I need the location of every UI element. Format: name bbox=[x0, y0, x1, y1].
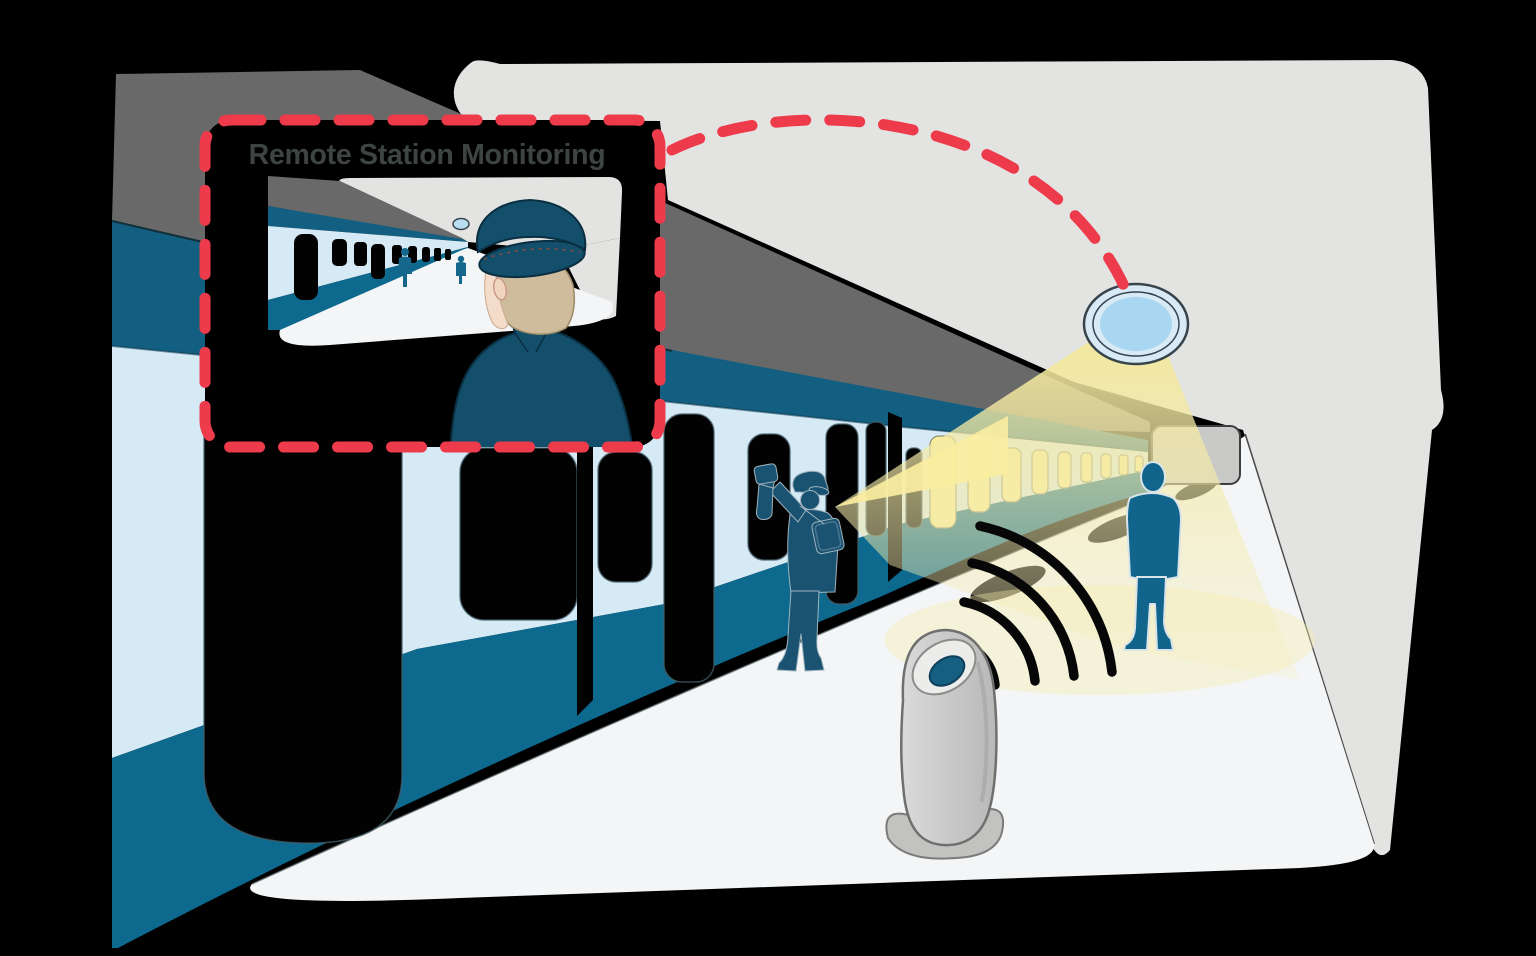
mini-ceiling-light bbox=[452, 217, 470, 231]
right-wall-edge-line bbox=[1244, 433, 1375, 845]
officer-cap bbox=[476, 198, 587, 254]
officer-cap-band bbox=[478, 239, 586, 279]
mini-passenger bbox=[456, 255, 466, 284]
car-gap bbox=[577, 424, 593, 716]
passenger-silhouette bbox=[1123, 461, 1182, 651]
device-lens bbox=[928, 655, 966, 687]
panel-title: Remote Station Monitoring bbox=[249, 139, 606, 171]
train-door bbox=[663, 413, 715, 683]
train-window bbox=[597, 451, 653, 583]
wifi-signal-icon bbox=[950, 521, 1117, 690]
ceiling-light bbox=[1082, 282, 1190, 366]
conductor-silhouette bbox=[753, 463, 845, 672]
mini-train-roof bbox=[268, 176, 468, 242]
security-officer bbox=[448, 198, 636, 447]
officer-ear bbox=[492, 277, 508, 301]
train-window bbox=[459, 447, 578, 621]
remote-monitoring-panel: Remote Station Monitoring bbox=[199, 114, 666, 453]
device-highlight bbox=[976, 662, 989, 802]
red-dashed-link bbox=[666, 114, 1130, 292]
train-lower-stripe bbox=[112, 470, 1148, 948]
mini-passenger bbox=[398, 248, 412, 287]
station-ceiling bbox=[453, 60, 1444, 856]
train-upper-stripe bbox=[112, 220, 1148, 452]
train-door bbox=[203, 395, 403, 844]
surveillance-speaker-device bbox=[885, 628, 1004, 860]
